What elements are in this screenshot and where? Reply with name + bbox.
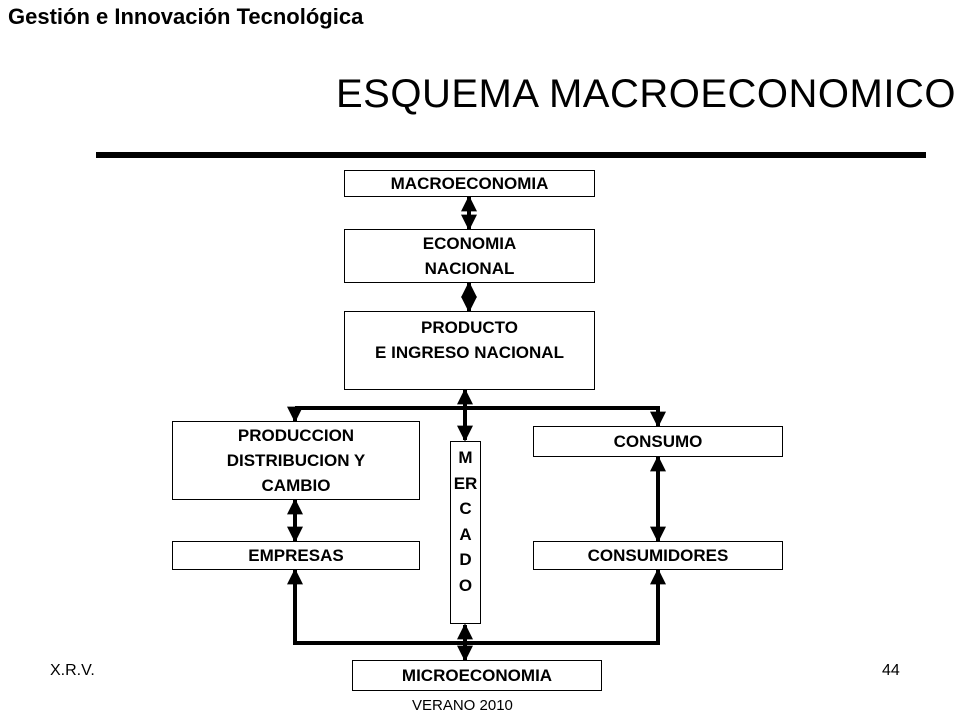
box-consumidores: CONSUMIDORES <box>533 541 783 570</box>
course-title: Gestión e Innovación Tecnológica <box>8 4 364 29</box>
slide-title: ESQUEMA MACROECONOMICO <box>336 72 956 116</box>
mercado-label: M ER C A D O <box>453 448 478 595</box>
box-macroeconomia: MACROECONOMIA <box>344 170 595 197</box>
bottom-loop-line <box>293 580 660 645</box>
footer-term: VERANO 2010 <box>412 697 513 714</box>
title-underline <box>96 152 926 158</box>
box-produccion-distribucion-cambio: PRODUCCION DISTRIBUCION Y CAMBIO <box>172 421 420 500</box>
box-economia-nacional: ECONOMIA NACIONAL <box>344 229 595 283</box>
box-mercado: M ER C A D O <box>450 441 481 624</box>
box-empresas: EMPRESAS <box>172 541 420 570</box>
box-microeconomia: MICROECONOMIA <box>352 660 602 691</box>
footer-author: X.R.V. <box>50 662 95 679</box>
box-producto-ingreso-nacional: PRODUCTO E INGRESO NACIONAL <box>344 311 595 390</box>
box-consumo: CONSUMO <box>533 426 783 457</box>
footer-page-number: 44 <box>882 662 900 679</box>
